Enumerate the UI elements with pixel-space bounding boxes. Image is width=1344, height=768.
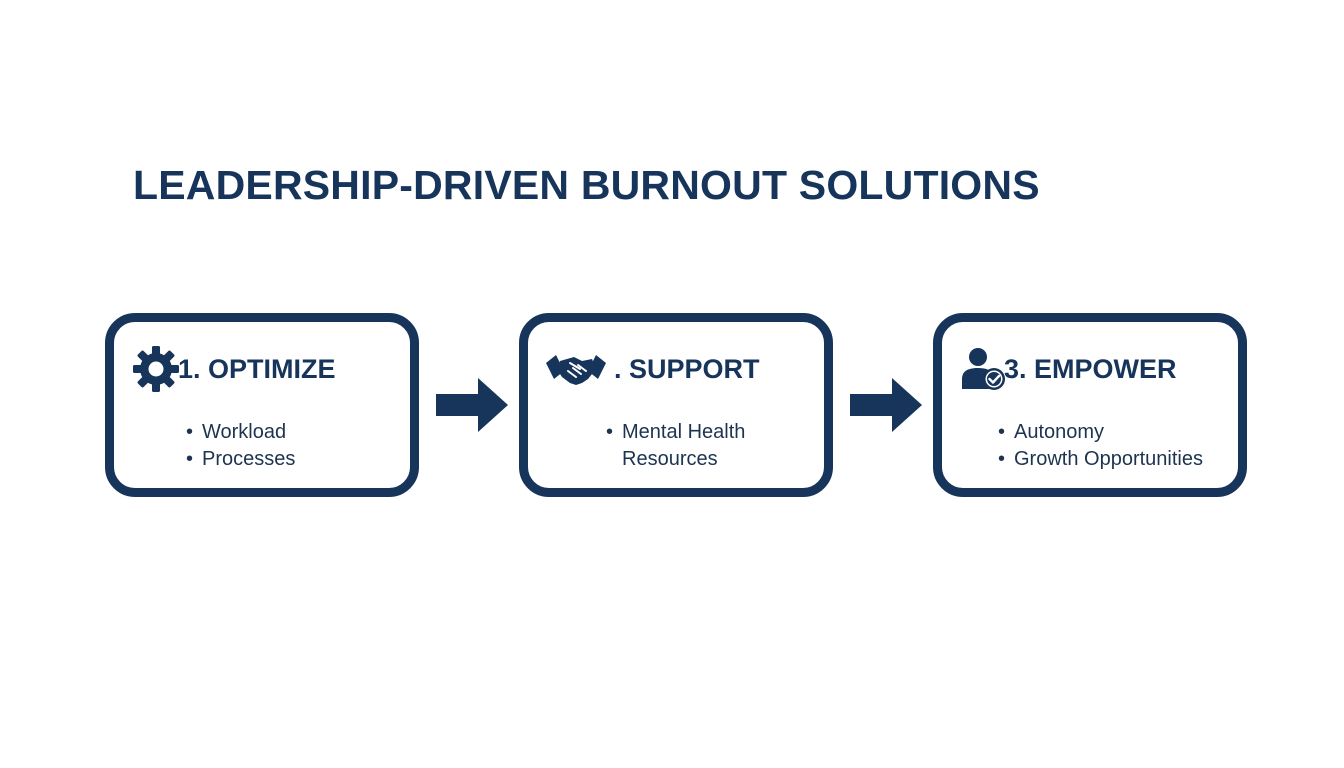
gear-icon [133,346,179,392]
arrow-right-icon [850,378,922,432]
step-items: •Mental Health •Resources [606,419,745,473]
step-items: •Workload •Processes [186,419,295,473]
step-card-support: . SUPPORT •Mental Health •Resources [519,313,833,497]
step-card-empower: 3. EMPOWER •Autonomy •Growth Opportuniti… [933,313,1247,497]
step-title: 3. EMPOWER [1004,353,1177,384]
step-title: . SUPPORT [614,353,760,384]
user-check-icon [962,348,1005,390]
list-item: •Processes [186,448,296,470]
page-title: LEADERSHIP-DRIVEN BURNOUT SOLUTIONS [133,162,1040,208]
step-header: 1. OPTIMIZE [132,344,336,394]
list-item: •Workload [186,421,287,443]
arrow-right-icon [436,378,508,432]
step-card-optimize: 1. OPTIMIZE •Workload •Processes [105,313,419,497]
step-title: 1. OPTIMIZE [178,353,336,384]
step-header: 3. EMPOWER [960,344,1177,394]
step-header: . SUPPORT [546,344,760,394]
list-item: •Autonomy [998,421,1105,443]
list-item: •Resources [622,448,718,470]
handshake-icon [546,355,606,385]
list-item: •Growth Opportunities [998,448,1203,470]
list-item: •Mental Health [606,421,746,443]
step-items: •Autonomy •Growth Opportunities [998,419,1203,473]
